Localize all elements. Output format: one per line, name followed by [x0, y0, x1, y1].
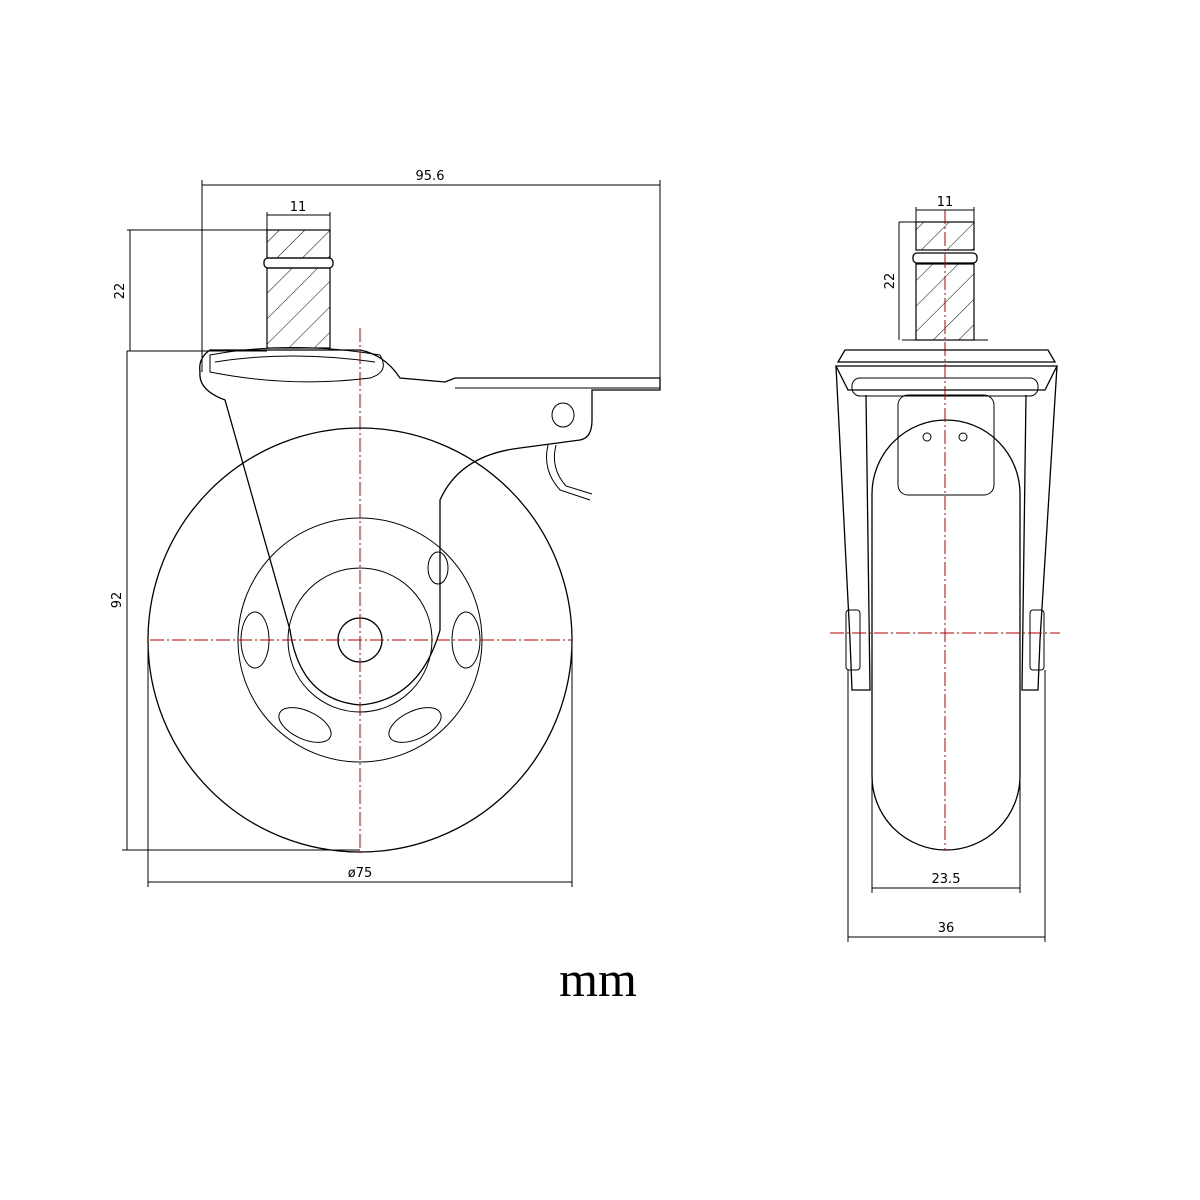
- side-view: 95.6 11 22 92 ø75: [110, 169, 661, 887]
- dim-label: 11: [290, 200, 307, 215]
- dimension-stem-width: 11: [266, 200, 331, 230]
- dim-label: ø75: [348, 866, 373, 881]
- stem-body: [266, 267, 331, 349]
- dimension-overall-width: 36: [847, 670, 1046, 942]
- axle-cap-right: [1029, 609, 1045, 671]
- dimension-stem-height: 22: [883, 221, 916, 340]
- housing: [836, 349, 1057, 363]
- dimension-stem-height: 22: [113, 229, 267, 352]
- front-view: 11 22 23.5 36: [830, 195, 1060, 942]
- dimension-wheel-width: 23.5: [871, 780, 1021, 893]
- fork-leg-left: [835, 365, 871, 691]
- dimension-stem-width: 11: [915, 195, 975, 222]
- fork-leg-right: [1021, 365, 1058, 691]
- dim-label: 22: [113, 283, 128, 300]
- dim-label: 92: [110, 592, 125, 609]
- dimension-wheel-diameter: ø75: [147, 640, 573, 887]
- dim-label: 36: [938, 921, 955, 936]
- stem-top: [266, 229, 331, 259]
- dim-label: 23.5: [932, 872, 961, 887]
- dim-label: 11: [937, 195, 954, 210]
- unit-label: mm: [559, 951, 637, 1007]
- fork-body: [199, 349, 661, 706]
- brake-pivot: [551, 402, 575, 428]
- top-plate: [897, 394, 995, 496]
- dimension-total-width: 95.6: [201, 169, 661, 378]
- dim-label: 95.6: [416, 169, 445, 184]
- wheel-profile: [871, 419, 1021, 851]
- axle-cap-left: [845, 609, 861, 671]
- dim-label: 22: [883, 273, 898, 290]
- stem-ring: [263, 257, 334, 269]
- brake-lever: [546, 444, 591, 501]
- dimension-total-height: 92: [110, 351, 360, 851]
